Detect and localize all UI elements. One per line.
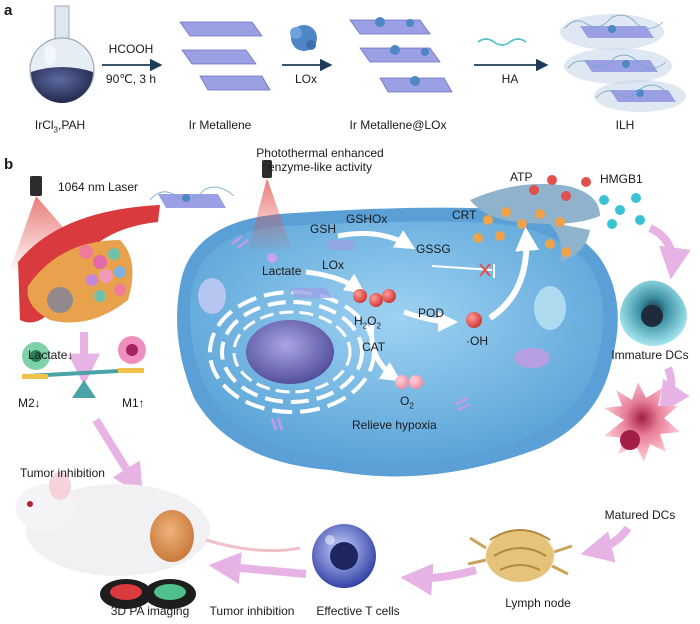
- reaction-arrows: [305, 226, 540, 382]
- enzyme-like-label: enzyme-like activity: [267, 160, 373, 174]
- ilh-particles: [560, 14, 686, 112]
- m2-label: M2↓: [18, 396, 41, 410]
- arrow-balance-to-mouse: [92, 417, 144, 497]
- cell-laser: [248, 160, 292, 250]
- h2o2-label: H2O2: [354, 314, 381, 331]
- gsh-label: GSH: [310, 222, 337, 236]
- stage-precursor: IrCl3,PAH: [34, 118, 86, 135]
- tumor-inhibition-top: Tumor inhibition: [20, 466, 105, 480]
- reagent-lox: LOx: [294, 72, 318, 86]
- m1-label: M1↑: [122, 396, 145, 410]
- panel-a-label: a: [4, 2, 13, 19]
- pod-label: POD: [418, 306, 445, 320]
- gssg-label: GSSG: [416, 242, 451, 256]
- effective-t-cell: [312, 524, 376, 588]
- effective-t-label: Effective T cells: [316, 604, 400, 618]
- photothermal-label: Photothermal enhanced: [256, 146, 384, 160]
- lactate-down-label: Lactate↓: [28, 348, 74, 362]
- ir-metallene-sheets: [179, 21, 271, 91]
- lactate-label: Lactate: [262, 264, 302, 278]
- ilh-on-cell: [149, 186, 235, 208]
- crt-label: CRT: [452, 208, 477, 222]
- oh-label: ·OH: [466, 334, 488, 348]
- matured-dc: [604, 382, 680, 462]
- reagent-hcooh: HCOOH: [108, 42, 154, 56]
- nucleus-er: [208, 290, 376, 414]
- tumor-vessel: [18, 205, 160, 323]
- relieve-label: Relieve hypoxia: [352, 418, 437, 432]
- hmgb1-label: HMGB1: [600, 172, 643, 186]
- panel-b-label: b: [4, 156, 14, 173]
- tumor-inhibition-bottom: Tumor inhibition: [209, 604, 295, 618]
- molecules: [267, 240, 482, 389]
- ha-wave: [477, 38, 527, 46]
- stage-ir-metallene: Ir Metallene: [188, 118, 252, 132]
- macrophage-balance: [22, 336, 146, 398]
- lymph-node-label: Lymph node: [505, 596, 571, 610]
- lymph-node: [467, 529, 573, 582]
- mouse: [16, 472, 301, 576]
- reagent-ha: HA: [501, 72, 519, 86]
- lox-enzyme: [290, 25, 317, 51]
- pa-imaging-label: 3D PA imaging: [110, 604, 190, 618]
- atp-particles: [529, 175, 591, 201]
- stage-ilh: ILH: [615, 118, 635, 132]
- gshox-label: GSHOx: [346, 212, 388, 226]
- panel-a: [29, 5, 686, 112]
- arrow-t-to-inhibition: [208, 552, 307, 584]
- atp-label: ATP: [510, 170, 533, 184]
- right-column-arrows: [400, 224, 691, 596]
- lactate-dot: [267, 253, 277, 263]
- pa-imaging-blobs: [100, 579, 196, 609]
- matured-dcs-label: Matured DCs: [604, 508, 676, 522]
- lox-label: LOx: [322, 258, 345, 272]
- stage-ir-metallene-lox: Ir Metallene@LOx: [349, 118, 447, 132]
- immature-dc: [619, 280, 687, 346]
- cat-label: CAT: [362, 340, 386, 354]
- reagent-condition: 90℃, 3 h: [105, 72, 157, 86]
- laser-label: 1064 nm Laser: [58, 180, 139, 194]
- receptors: [231, 234, 471, 431]
- immature-dcs-label: Immature DCs: [611, 348, 689, 362]
- o2-label: O2: [400, 394, 414, 411]
- hmgb1-particles: [599, 193, 645, 229]
- ir-metallene-lox-sheets: [349, 17, 453, 93]
- flask: [29, 5, 95, 103]
